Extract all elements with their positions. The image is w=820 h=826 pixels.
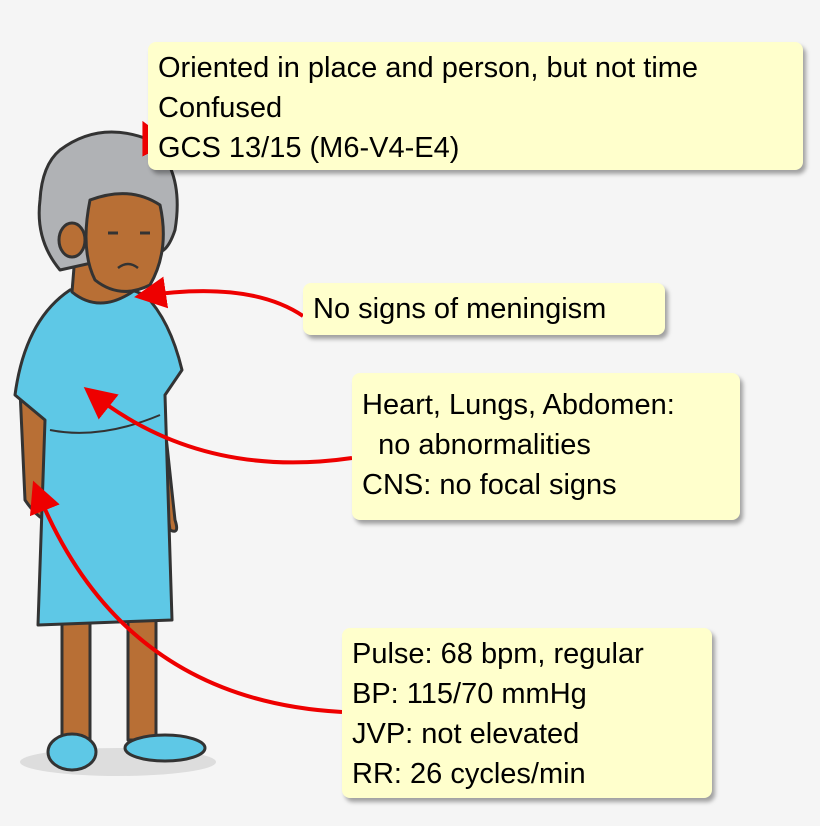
callout-line: JVP: not elevated <box>352 718 580 750</box>
callout-line: no abnormalities <box>362 429 591 461</box>
callout-mental-state: Oriented in place and person, but not ti… <box>148 42 803 170</box>
callout-vitals: Pulse: 68 bpm, regular BP: 115/70 mmHg J… <box>342 628 712 798</box>
callout-exam: Heart, Lungs, Abdomen: no abnormalities … <box>352 373 740 520</box>
slipper <box>123 733 207 763</box>
callout-line: GCS 13/15 (M6-V4-E4) <box>158 132 460 164</box>
arrow-exam <box>83 387 353 465</box>
elderly-woman-figure <box>13 130 207 772</box>
slipper <box>46 732 98 772</box>
callout-line: Pulse: 68 bpm, regular <box>352 638 644 670</box>
arrow-vitals <box>29 480 343 714</box>
arrow-neck <box>134 276 305 318</box>
callout-line: BP: 115/70 mmHg <box>352 678 587 710</box>
callout-line: Confused <box>158 92 283 124</box>
callout-line: CNS: no focal signs <box>362 469 617 501</box>
callout-line: No signs of meningism <box>313 293 607 325</box>
callout-line: Oriented in place and person, but not ti… <box>158 52 699 84</box>
callout-line: RR: 26 cycles/min <box>352 758 586 790</box>
callout-neck: No signs of meningism <box>303 283 665 335</box>
callout-line: Heart, Lungs, Abdomen: <box>362 389 675 421</box>
